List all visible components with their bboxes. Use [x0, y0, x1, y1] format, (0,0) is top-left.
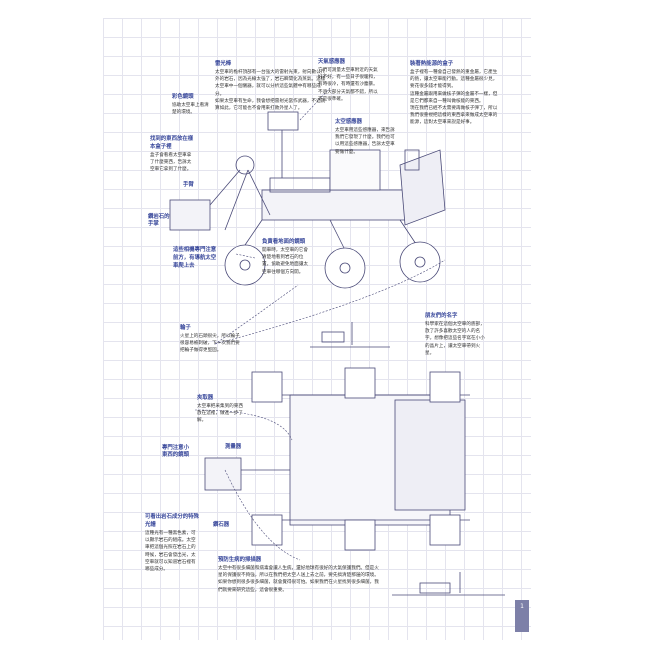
callout-title: 可看出岩石成分的特殊光譜: [145, 514, 199, 528]
label-close-camera: 專門注意小東西的鏡頭: [162, 445, 189, 458]
callout-body: 盒子裡有一種會自己發熱的重金屬，它產生的熱，讓太空車能行動。這種金屬很少見，要花…: [410, 70, 498, 90]
callout-body: 火星上的石頭很尖，所以輪子很容易被刺破，下一次我們要把輪子做得更堅固。: [180, 334, 240, 354]
callout-body: 它們可測量太空車附近的天氣好不好，有一些日子很暖和，有時很冷，有時還有沙塵暴。: [318, 68, 378, 88]
callout-body: 這種金屬跟用來做核子彈的金屬不一樣，但是它們都來自一種叫做核能的東西。: [410, 91, 498, 104]
callout-wheels: 輪子 火星上的石頭很尖，所以輪子很容易被刺破，下一次我們要把輪子做得更堅固。: [180, 324, 240, 355]
callout-names: 朋友們的名字 科學家在這個太空車的底部，放了許多喜歡太空的人的名字。想像把這些名…: [425, 312, 489, 357]
callout-title: 裝著熱能源的盒子: [410, 61, 454, 67]
callout-title: 找到的東西放在樣本盒子裡: [150, 136, 194, 150]
page-number-tab: 1: [515, 600, 529, 632]
label-drill-hand: 鑽岩石的手掌: [148, 214, 170, 227]
callout-body: 太空中有很多細菌和病毒會讓人生病，還好地球有很好的大氣保護我們。但是火星的保護很…: [218, 566, 379, 579]
callout-title: 太空感應器: [335, 119, 362, 125]
label-gauge: 測量器: [225, 444, 242, 450]
callout-power-box: 裝著熱能源的盒子 盒子裡有一種會自己發熱的重金屬，它產生的熱，讓太空車能行動。這…: [410, 60, 500, 127]
callout-space-sensor: 太空感應器 太空車用這些感應器，來告訴我們它發現了什麼。我們也可以用這些感應器，…: [335, 118, 395, 156]
callout-weather: 天氣感應器 它們可測量太空車附近的天氣好不好，有一些日子很暖和，有時很冷，有時還…: [318, 58, 378, 103]
grid-page: [103, 18, 531, 640]
label-arm: 手臂: [183, 182, 194, 188]
rover-side-view: [169, 111, 446, 289]
callout-hazard-cams: 這些相機專門注意前方，有導航太空車爬上去: [173, 246, 221, 271]
small-rover-sketch-1: [310, 322, 390, 348]
callout-sample-box: 找到的東西放在樣本盒子裡 盒子會看看太空車拿了什麼東西，告訴太空車它拿到了什麼。: [150, 135, 194, 174]
callout-title: 夾取器: [197, 395, 214, 401]
callout-spectrometer: 可看出岩石成分的特殊光譜 這種光有一種黑色素，可以顯示岩石的組成。太空車把這個光…: [145, 513, 199, 573]
callout-laser: 雷光棒 太空車的桅杆頂部有一台強大的雷射光束，射向數公尺外的岩石，因為光線太強了…: [215, 60, 327, 112]
callout-body: 現在我們已經不太需要再做核子彈了，所以我們很重視把這樣的東西拿來做成太空車的能源…: [410, 106, 498, 126]
callout-ground-camera: 負責看地面的鏡頭 開車時，太空車的它會清楚地看到岩石的位置，協助避免地面讓太空車…: [262, 238, 312, 276]
callout-body: 盒子會看看太空車拿了什麼東西，告訴太空車它拿到了什麼。: [150, 153, 192, 173]
callout-gripper: 夾取器 太空車把采集到的東西放在這裡，做進一步了解。: [197, 394, 243, 425]
callout-title: 預防生病的掃描器: [218, 557, 262, 563]
callout-title: 朋友們的名字: [425, 313, 458, 319]
callout-body: 太空車把采集到的東西放在這裡，做進一步了解。: [197, 404, 243, 424]
label-rock-drill: 鑽石器: [213, 522, 230, 528]
small-rover-sketch-2: [392, 572, 505, 596]
callout-title: 這些相機專門注意前方，有導航太空車爬上去: [173, 247, 217, 269]
callout-body: 科學家在這個太空車的底部，放了許多喜歡太空的人的名字。想像把這些名字寫在小小的晶…: [425, 322, 485, 356]
callout-body: 如果太空車有生命，我會想把雷射光當作武器，不過就算如此，它可能也不會用來打敗外星…: [215, 98, 326, 112]
callout-body: 不過大部分天氣都不錯，所以不是很準確。: [318, 89, 378, 102]
callout-title: 天氣感應器: [318, 59, 345, 65]
callout-body: 開車時，太空車的它會清楚地看到岩石的位置，協助避免地面讓太空車往哪個方向開。: [262, 248, 308, 275]
callout-body: 如果你想到很多很多細菌，就會覺得很可怕。如果我們在火星找到很多細菌，我們就要來研…: [218, 580, 379, 593]
callout-body: 協助太空車上看清楚的環境。: [172, 103, 209, 116]
callout-body: 太空車用這些感應器，來告訴我們它發現了什麼。我們也可以用這些感應器，告訴太空車要…: [335, 128, 395, 155]
callout-title: 輪子: [180, 325, 191, 331]
rover-top-view: [204, 367, 470, 551]
callout-title: 雷光棒: [215, 61, 232, 67]
callout-body: 太空車的桅杆頂部有一台強大的雷射光束，射向數公尺外的岩石，因為光線太強了，岩石瞬…: [215, 70, 326, 97]
callout-body: 這種光有一種黑色素，可以顯示岩石的組成。太空車把這個光照在岩石上的時候，岩石會發…: [145, 531, 196, 573]
callout-title: 彩色鏡頭: [172, 94, 194, 100]
callout-scanner: 預防生病的掃描器 太空中有很多細菌和病毒會讓人生病，還好地球有很好的大氣保護我們…: [218, 556, 380, 594]
callout-title: 負責看地面的鏡頭: [262, 239, 306, 245]
callout-color-camera: 彩色鏡頭 協助太空車上看清楚的環境。: [172, 93, 212, 116]
